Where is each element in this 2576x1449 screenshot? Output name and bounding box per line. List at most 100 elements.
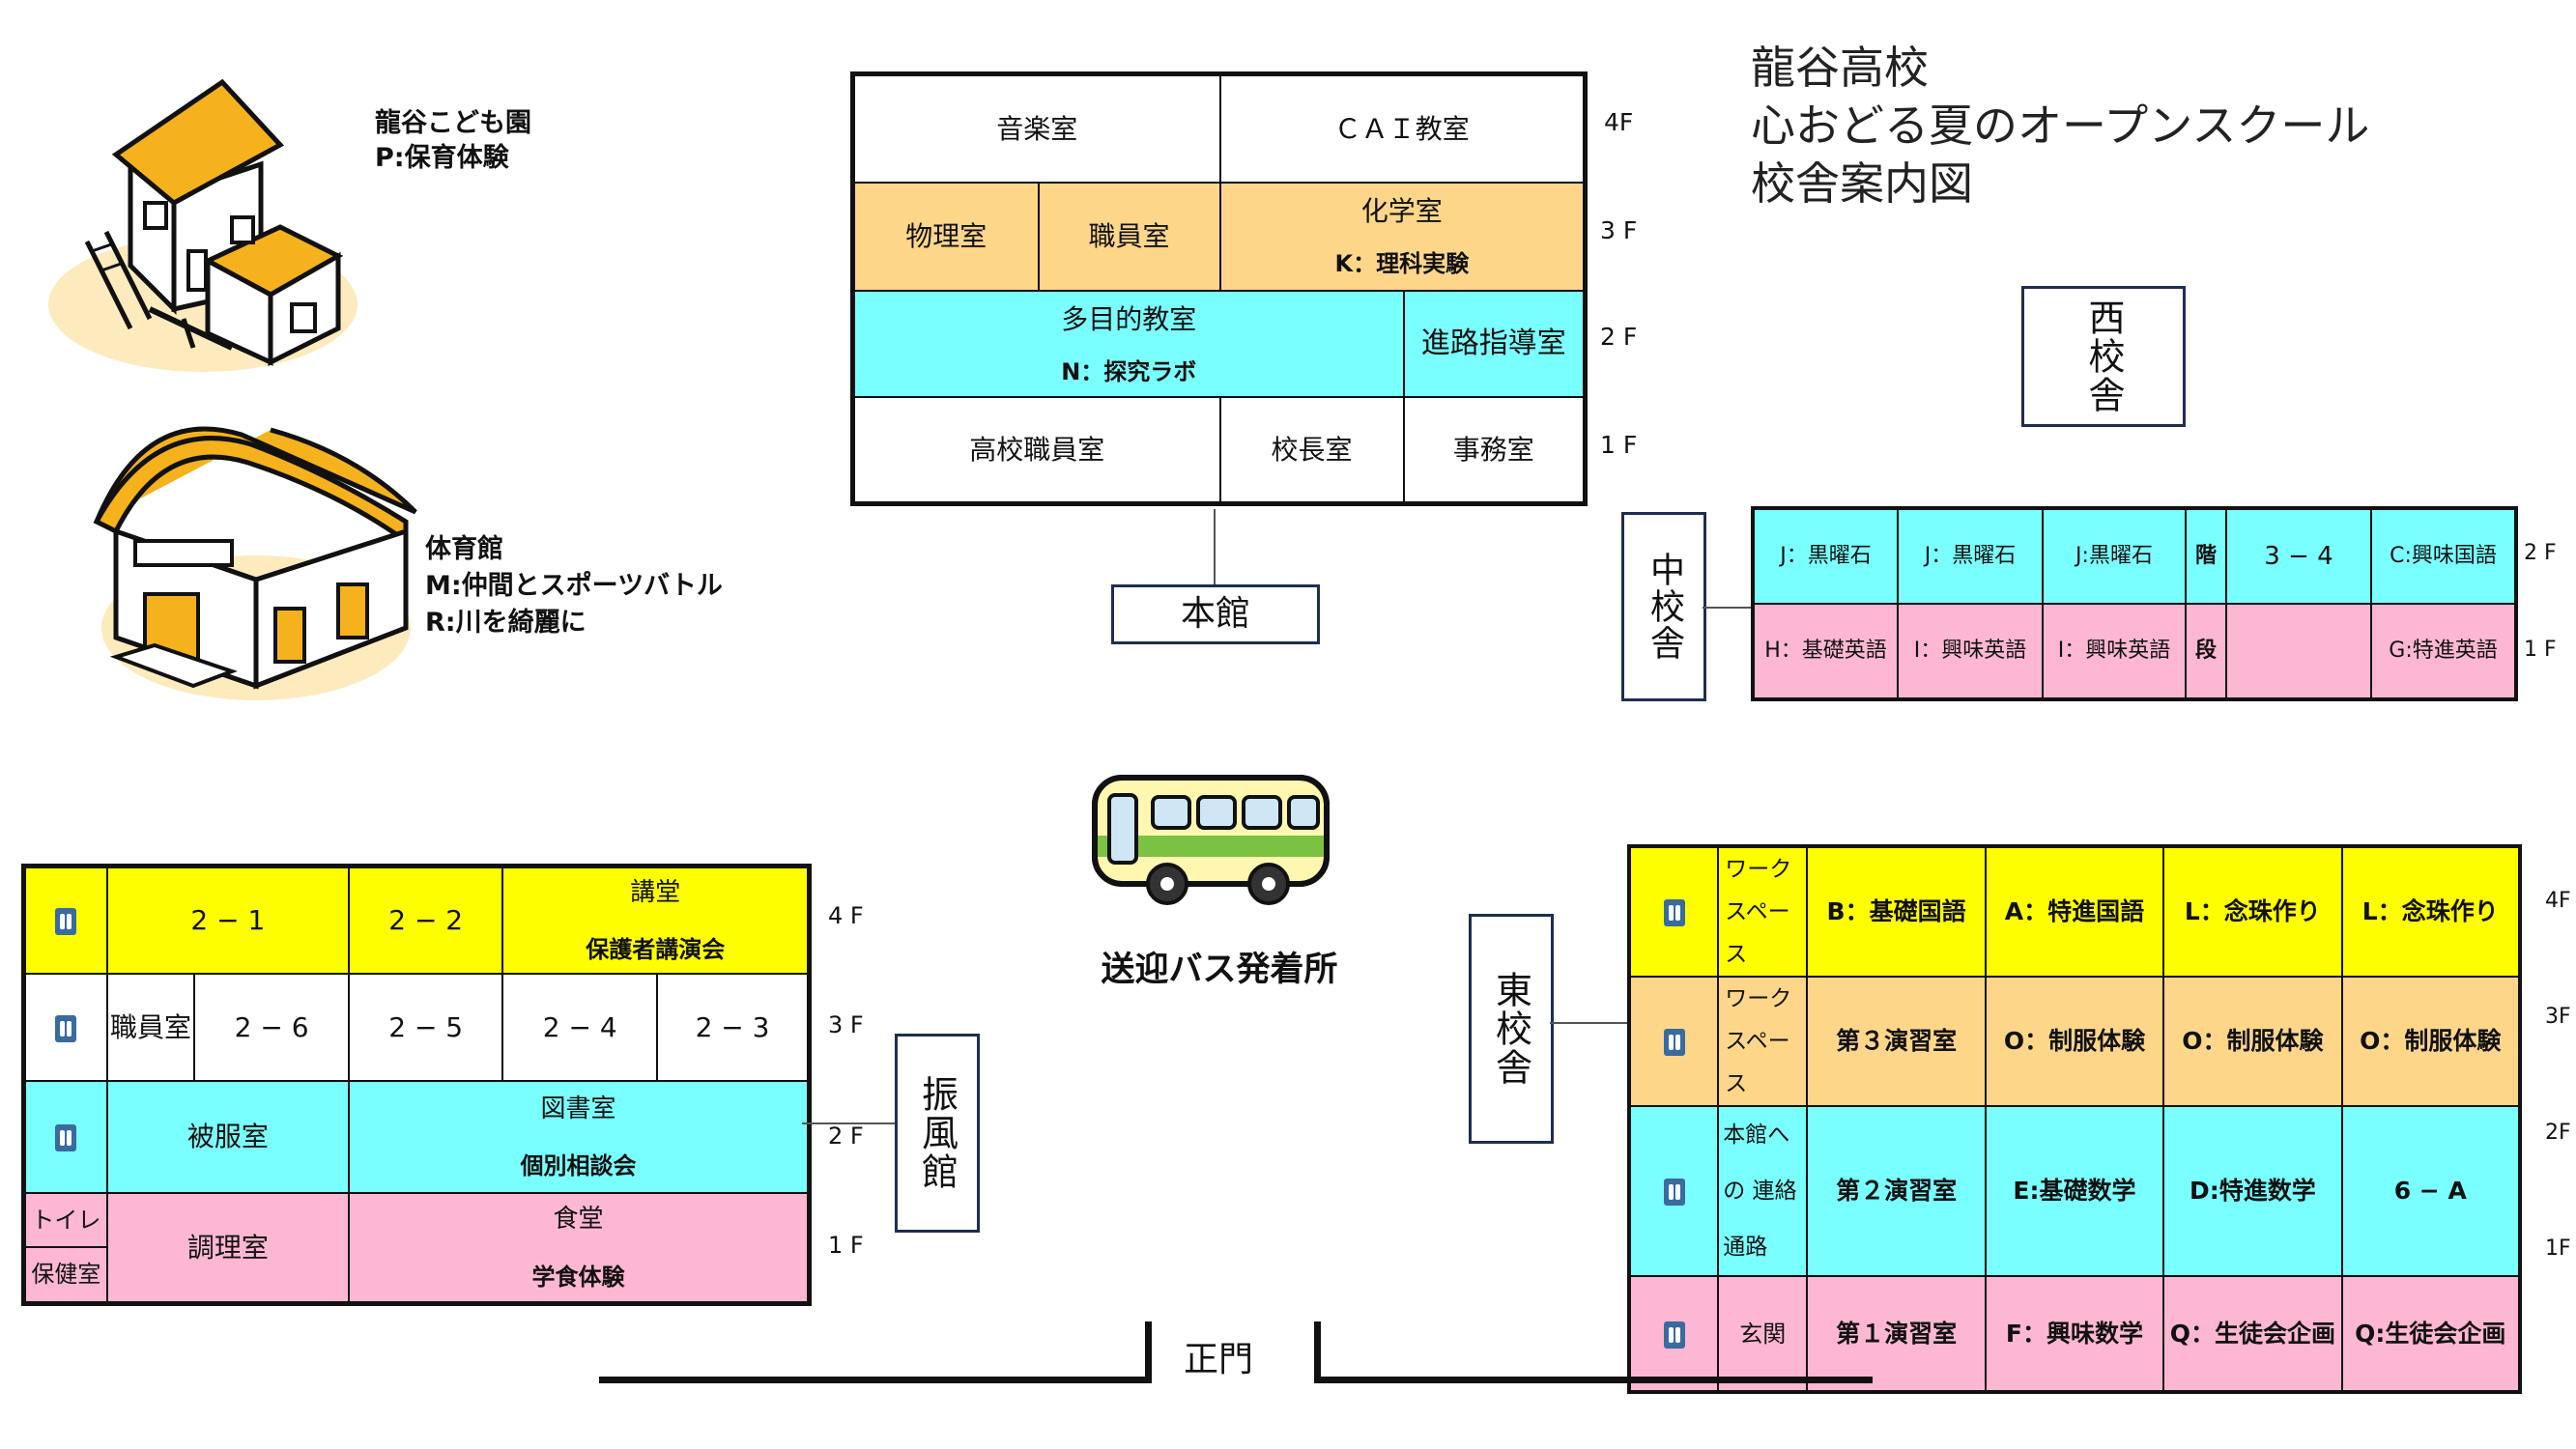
middle-floor-1: 1 F [2524, 638, 2557, 662]
middle-room-1f-5 [2225, 603, 2372, 700]
east-1f-room-1: 第１演習室 [1806, 1275, 1987, 1393]
east-1f-restroom [1627, 1275, 1720, 1393]
room-staff: 職員室 [1037, 181, 1221, 293]
east-4f-workspace: ワーク スペース [1717, 845, 1809, 978]
room-cafeteria-name: 食堂 [553, 1205, 604, 1235]
restroom-icon [55, 1124, 77, 1152]
gym-illustration [93, 426, 417, 700]
room-cai: ＣＡＩ教室 [1218, 72, 1587, 184]
room-multipurpose: 多目的教室 N：探究ラボ [851, 289, 1405, 399]
room-2-3: 2 − 3 [656, 972, 811, 1083]
west-building-label: 西校舎 [2021, 286, 2186, 427]
kindergarten-illustration [48, 78, 358, 372]
middle-building: J：黒曜石 J：黒曜石 J:黒曜石 階 3 − 4 C:興味国語 H：基礎英語 … [1751, 506, 2518, 701]
room-toilet: トイレ [26, 1195, 105, 1249]
shinpukan-connector [802, 1122, 895, 1124]
room-cooking: 調理室 [105, 1191, 350, 1305]
middle-room-1f-1: H：基礎英語 [1752, 603, 1899, 700]
room-health: 保健室 [31, 1261, 101, 1289]
east-3f-room-1: 第３演習室 [1806, 976, 1987, 1107]
middle-connector [1703, 607, 1753, 609]
middle-floor-2: 2 F [2524, 541, 2557, 565]
east-floor-3: 3F [2545, 1005, 2571, 1029]
east-1f-room-2: F：興味数学 [1984, 1275, 2165, 1393]
restroom-icon [1663, 899, 1685, 927]
room-library: 図書室 個別相談会 [347, 1080, 811, 1194]
east-4f-room-2: A：特進国語 [1984, 845, 2165, 978]
shinpukan-2f-restroom [22, 1080, 108, 1194]
honkan-label: 本館 [1111, 584, 1320, 644]
room-2-1: 2 − 1 [105, 865, 350, 975]
middle-room-2f-3: J:黒曜石 [2042, 507, 2187, 605]
room-2-2: 2 − 2 [347, 865, 504, 975]
kindergarten-name: 龍谷こども園 [375, 108, 531, 138]
shinpukan-4f-restroom [22, 865, 108, 975]
middle-room-2f-2: J：黒曜石 [1897, 507, 2044, 605]
honkan-floor-3: 3 F [1600, 216, 1638, 244]
room-multipurpose-name: 多目的教室 [1061, 302, 1197, 335]
shinpukan-floor-3: 3 F [828, 1011, 864, 1038]
east-3f-workspace: ワーク スペース [1717, 976, 1809, 1107]
honkan-building: 音楽室 ＣＡＩ教室 物理室 職員室 化学室 K：理科実験 多目的教室 N：探究ラ… [850, 71, 1589, 506]
east-building-label: 東校舎 [1469, 914, 1554, 1144]
east-4f-room-1: B：基礎国語 [1806, 845, 1987, 978]
room-hs-staff: 高校職員室 [851, 396, 1221, 505]
gym-name: 体育館 [425, 534, 503, 564]
middle-room-2f-6: C:興味国語 [2370, 507, 2517, 605]
east-4f-restroom [1627, 845, 1720, 978]
title-school: 龍谷高校 [1751, 42, 1929, 94]
east-floor-2: 2F [2545, 1121, 2571, 1145]
east-2f-restroom [1627, 1105, 1720, 1277]
honkan-floor-4: 4F [1604, 108, 1634, 136]
room-career: 進路指導室 [1402, 289, 1587, 399]
east-2f-room-1: 第２演習室 [1806, 1105, 1987, 1277]
east-1f-entrance: 玄関 [1717, 1275, 1809, 1393]
room-cafeteria: 食堂 学食体験 [347, 1191, 811, 1305]
middle-building-label: 中校舎 [1621, 512, 1706, 701]
middle-stairs-bottom: 段 [2185, 603, 2227, 700]
east-4f-room-4: L：念珠作り [2340, 845, 2522, 978]
room-2-4: 2 − 4 [501, 972, 659, 1083]
room-music: 音楽室 [851, 72, 1221, 184]
honkan-floor-1: 1 F [1600, 431, 1638, 459]
east-floor-1: 1F [2545, 1236, 2571, 1261]
east-3f-room-3: O：制服体験 [2162, 976, 2343, 1107]
room-auditorium: 講堂 保護者講演会 [501, 865, 811, 975]
shinpukan-3f-restroom [22, 972, 108, 1083]
main-gate-label: 正門 [1184, 1340, 1254, 1379]
title-block: 龍谷高校 心おどる夏のオープンスクール 校舎案内図 [1751, 39, 2369, 213]
room-library-name: 図書室 [540, 1094, 616, 1123]
room-shinpukan-staff: 職員室 [105, 972, 196, 1083]
room-principal: 校長室 [1218, 396, 1405, 505]
room-2-5: 2 − 5 [347, 972, 504, 1083]
east-2f-room-4: 6 − A [2340, 1105, 2522, 1277]
east-2f-room-2: E:基礎数学 [1984, 1105, 2165, 1277]
east-3f-restroom [1627, 976, 1720, 1107]
room-chemistry-event: K：理科実験 [1334, 250, 1470, 278]
room-auditorium-event: 保護者講演会 [586, 936, 726, 964]
gate-wall-right [1314, 1377, 1873, 1383]
middle-room-1f-2: I：興味英語 [1897, 603, 2044, 700]
restroom-icon [1663, 1179, 1685, 1207]
shinpukan-1f-toilet-health: トイレ 保健室 [22, 1191, 108, 1305]
middle-room-2f-5: 3 − 4 [2225, 507, 2372, 605]
room-clothing: 被服室 [105, 1080, 350, 1194]
kindergarten-label: 龍谷こども園 P:保育体験 [375, 106, 531, 176]
restroom-icon [1663, 1321, 1685, 1349]
east-building: ワーク スペース B：基礎国語 A：特進国語 L：念珠作り L：念珠作り ワーク… [1627, 844, 2522, 1394]
title-event: 心おどる夏のオープンスクール [1751, 99, 2370, 152]
east-1f-room-4: Q:生徒会企画 [2340, 1275, 2522, 1393]
gym-event-r: R:川を綺麗に [425, 608, 587, 638]
east-4f-room-3: L：念珠作り [2162, 845, 2343, 978]
east-1f-room-3: Q：生徒会企画 [2162, 1275, 2343, 1393]
room-multipurpose-event: N：探究ラボ [1061, 357, 1197, 385]
middle-room-1f-6: G:特進英語 [2370, 603, 2517, 700]
restroom-icon [1663, 1029, 1685, 1057]
kindergarten-event: P:保育体験 [375, 143, 509, 173]
room-office: 事務室 [1402, 396, 1587, 505]
gate-post-right [1314, 1321, 1321, 1383]
shinpukan-floor-1: 1 F [828, 1232, 864, 1259]
shinpukan-floor-2: 2 F [828, 1122, 864, 1150]
bus-stop-label: 送迎バス発着所 [1101, 951, 1338, 989]
shinpukan-building: 2 − 1 2 − 2 講堂 保護者講演会 職員室 2 − 6 2 − 5 2 … [21, 864, 812, 1306]
